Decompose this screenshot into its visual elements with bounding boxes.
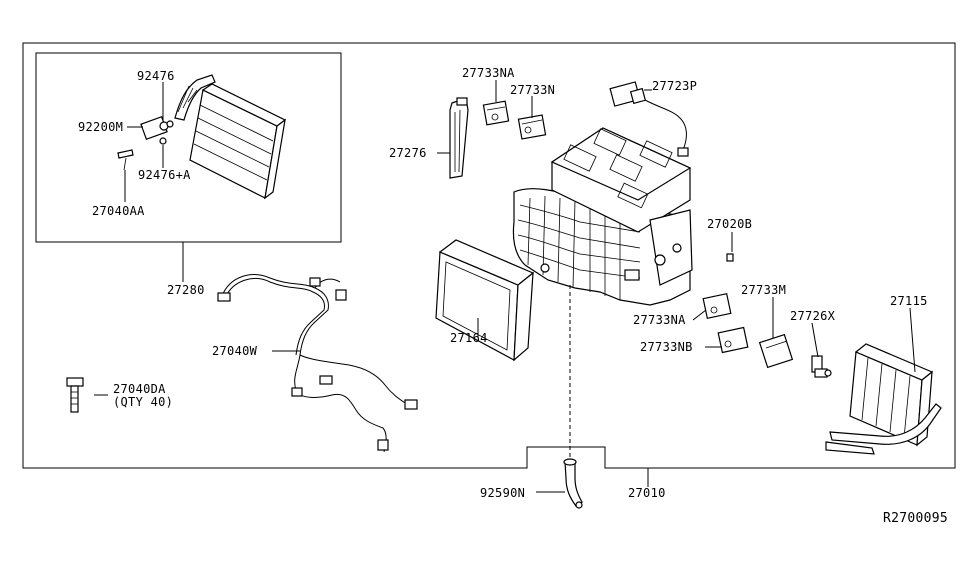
label-27040DA: 27040DA xyxy=(113,382,166,396)
label-27040AA: 27040AA xyxy=(92,204,145,218)
heater-core xyxy=(825,343,942,455)
label-92590N: 92590N xyxy=(480,486,525,500)
label-27010: 27010 xyxy=(628,486,666,500)
drain-hose xyxy=(563,458,583,509)
actuator-27733NB xyxy=(717,326,749,354)
evaporator-core xyxy=(117,74,287,200)
bracket-27276 xyxy=(449,97,469,179)
label-qty-40: (QTY 40) xyxy=(113,395,173,409)
actuator-27733NA-top xyxy=(482,100,510,126)
label-27020B: 27020B xyxy=(707,217,752,231)
label-27276: 27276 xyxy=(389,146,427,160)
reference-code: R2700095 xyxy=(883,511,948,526)
leader-lines xyxy=(94,80,916,493)
label-27723P: 27723P xyxy=(652,79,697,93)
sensor-27723P xyxy=(609,81,689,157)
label-27726X: 27726X xyxy=(790,309,836,323)
label-27733NB: 27733NB xyxy=(640,340,693,354)
sensor-27726X xyxy=(811,355,832,378)
air-filter xyxy=(435,239,535,362)
outer-frame xyxy=(22,42,956,469)
evaporator-inset-box xyxy=(35,52,342,243)
clip-27020B xyxy=(726,253,734,262)
label-92200M: 92200M xyxy=(78,120,123,134)
label-27733N: 27733N xyxy=(510,83,555,97)
hvac-unit-main xyxy=(512,127,693,306)
label-92476: 92476 xyxy=(137,69,175,83)
label-27115: 27115 xyxy=(890,294,928,308)
wiring-harness xyxy=(217,274,418,453)
label-27164: 27164 xyxy=(450,331,488,345)
label-27733NA-mid: 27733NA xyxy=(633,313,686,327)
bolt-27040DA xyxy=(66,377,84,413)
actuator-27733M xyxy=(758,333,794,369)
actuator-27733NA-mid xyxy=(702,293,732,319)
label-27040W: 27040W xyxy=(212,344,258,358)
actuator-27733N xyxy=(517,114,547,140)
label-27733NA-top: 27733NA xyxy=(462,66,515,80)
label-92476-plus-a: 92476+A xyxy=(138,168,191,182)
label-27280: 27280 xyxy=(167,283,205,297)
label-27733M: 27733M xyxy=(741,283,786,297)
